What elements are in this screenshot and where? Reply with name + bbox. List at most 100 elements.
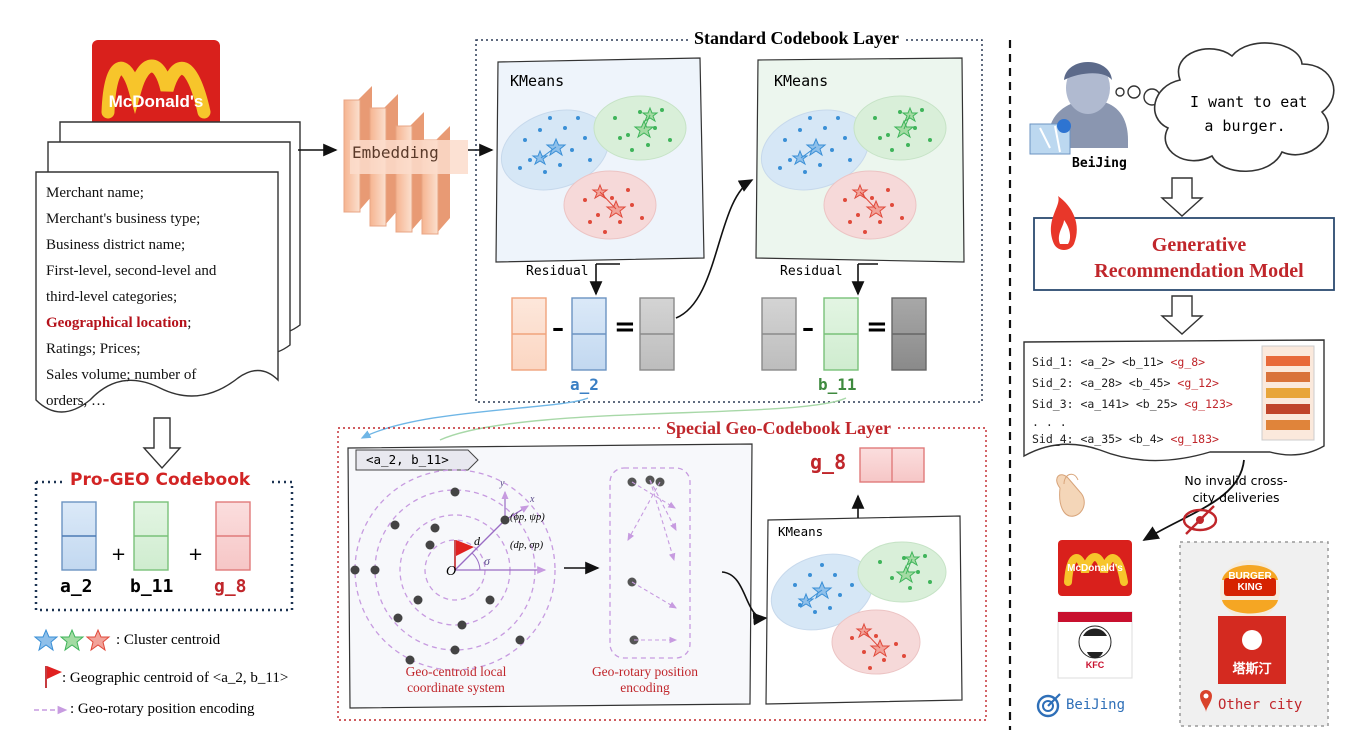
user-city: BeiJing <box>1072 156 1127 171</box>
arrow-residual-to-kmeans-2 <box>675 179 754 319</box>
speech-text: I want to eat a burger. <box>1190 90 1308 138</box>
pro-geo-code-b: b_11 <box>130 576 174 597</box>
geo-location-label: Geographical location <box>46 315 188 331</box>
clap-icon <box>1056 473 1085 517</box>
pro-geo-frame <box>34 480 294 612</box>
kmeans-label-3: KMeans <box>778 524 824 539</box>
sid-list-paper <box>1023 339 1325 462</box>
beijing-target-icon <box>1036 693 1061 718</box>
vector-row-1 <box>511 297 675 371</box>
sid-row-3: Sid_3: <a_141> <b_25> <g_123> <box>1032 394 1233 415</box>
caption-coordinate-line-2: coordinate system <box>407 680 505 695</box>
legend-geo-rotary-text: : Geo-rotary position encoding <box>70 701 255 717</box>
kmeans-label-2: KMeans <box>774 72 829 90</box>
pro-geo-code-g: g_8 <box>214 576 247 597</box>
axis-y-label: y <box>500 478 505 489</box>
doc-line-3: Business district name; <box>46 237 186 253</box>
no-see-icon <box>1182 505 1218 535</box>
location-pin-icon <box>1200 690 1212 712</box>
sid-row-2-g: <g_12> <box>1177 376 1219 390</box>
doc-line-2: Merchant's business type; <box>46 211 201 227</box>
axis-x-label: x <box>530 494 535 505</box>
no-invalid-line-1: No invalid cross- <box>1184 473 1288 488</box>
down-arrow-icon-2 <box>1160 177 1204 217</box>
vector-row-2 <box>761 297 927 371</box>
sid-row-3-prefix: Sid_3: <a_141> <b_25> <box>1032 397 1185 411</box>
geo-coordinate-system <box>350 469 556 671</box>
minus-sign-2: – <box>802 314 814 342</box>
sid-row-ellipsis: . . . <box>1032 415 1233 429</box>
kmeans-panel-2 <box>755 57 965 263</box>
kfc-text: KFC <box>1085 660 1105 670</box>
no-invalid-line-2: city deliveries <box>1192 490 1280 505</box>
bk-line-1: BURGER <box>1228 571 1272 582</box>
speech-line-1: I want to eat <box>1190 93 1308 111</box>
plus-sign-2: + <box>188 544 204 565</box>
bk-line-2: KING <box>1237 582 1263 593</box>
user-avatar-icon <box>1048 62 1128 148</box>
equals-sign-1: = <box>614 312 636 342</box>
phi-psi-label: (ϕp, ψp) <box>510 512 545 523</box>
legend-geo-centroid-text: : Geographic centroid of <a_2, b_11> <box>62 670 289 686</box>
geo-rotary-encoding <box>609 467 691 659</box>
code-a2-label: a_2 <box>570 375 599 394</box>
arrow-rotary-to-kmeans <box>721 571 768 626</box>
embedding-block <box>343 86 468 235</box>
pro-geo-vectors <box>61 501 251 571</box>
mcdonalds-logo-top <box>92 40 220 136</box>
legend-flag-icon <box>45 666 62 688</box>
plus-sign-1: + <box>111 544 127 565</box>
no-invalid-note: No invalid cross- city deliveries <box>1176 472 1296 506</box>
kmeans-label-1: KMeans <box>510 72 565 90</box>
caption-coordinate-system: Geo-centroid local coordinate system <box>396 664 516 696</box>
merchant-attributes: Merchant name; Merchant's business type;… <box>46 180 216 414</box>
curve-b11-to-geo <box>439 397 847 441</box>
sid-row-1-prefix: Sid_1: <a_2> <b_11> <box>1032 355 1171 369</box>
sid-row-4-prefix: Sid_4: <a_35> <b_4> <box>1032 432 1171 446</box>
tastien-logo <box>1218 616 1286 684</box>
code-b11-label: b_11 <box>818 375 857 394</box>
sid-list: Sid_1: <a_2> <b_11> <g_8> Sid_2: <a_28> … <box>1032 352 1233 450</box>
sid-row-2: Sid_2: <a_28> <b_45> <g_12> <box>1032 373 1233 394</box>
speech-line-2: a burger. <box>1204 117 1286 135</box>
down-arrow-icon-3 <box>1160 295 1204 335</box>
pro-geo-code-a: a_2 <box>60 576 93 597</box>
legend-stars <box>33 628 111 652</box>
model-title-line-2: Recommendation Model <box>1094 260 1304 282</box>
standard-layer-frame <box>475 39 983 403</box>
arrow-to-beijing <box>1142 459 1245 541</box>
embedding-label: Embedding <box>352 143 439 162</box>
thought-bubble <box>1115 42 1335 173</box>
fire-icon <box>1050 196 1077 250</box>
caption-rotary-line-1: Geo-rotary position <box>591 664 699 679</box>
g8-output-vector <box>859 447 925 483</box>
burger-king-logo <box>1220 560 1280 620</box>
kmeans-panel-3 <box>765 515 963 705</box>
phone-screenshot <box>1261 345 1315 441</box>
sid-row-3-g: <g_123> <box>1184 397 1233 411</box>
bk-text: BURGER KING <box>1222 571 1278 593</box>
equals-sign-2: = <box>866 312 888 342</box>
legend-cluster-text: : Cluster centroid <box>116 632 221 648</box>
geo-location-suffix: ; <box>187 315 192 331</box>
residual-label-1: Residual <box>526 264 589 279</box>
doc-line-9: orders, … <box>46 393 106 409</box>
sid-row-1: Sid_1: <a_2> <b_11> <g_8> <box>1032 352 1233 373</box>
geo-layer-title: Special Geo-Codebook Layer <box>662 418 895 439</box>
doc-line-8: Sales volume; number of <box>46 367 197 383</box>
map-pin-icon <box>1029 119 1071 155</box>
standard-layer-title: Standard Codebook Layer <box>688 28 906 49</box>
sigma-label: σ <box>484 554 490 568</box>
doc-line-5: third-level categories; <box>46 289 178 305</box>
d-label: d <box>474 534 480 548</box>
doc-line-geo: Geographical location; <box>46 310 216 336</box>
sid-row-ellipsis-text: . . . <box>1032 415 1067 429</box>
doc-line-1: Merchant name; <box>46 185 144 201</box>
residual-label-2: Residual <box>780 264 843 279</box>
pro-geo-title: Pro-GEO Codebook <box>66 470 255 490</box>
mcd-top-text: McDonald's <box>108 92 204 111</box>
geo-out-code: g_8 <box>810 450 847 474</box>
doc-line-7: Ratings; Prices; <box>46 341 141 357</box>
caption-coordinate-line-1: Geo-centroid local <box>405 664 507 679</box>
